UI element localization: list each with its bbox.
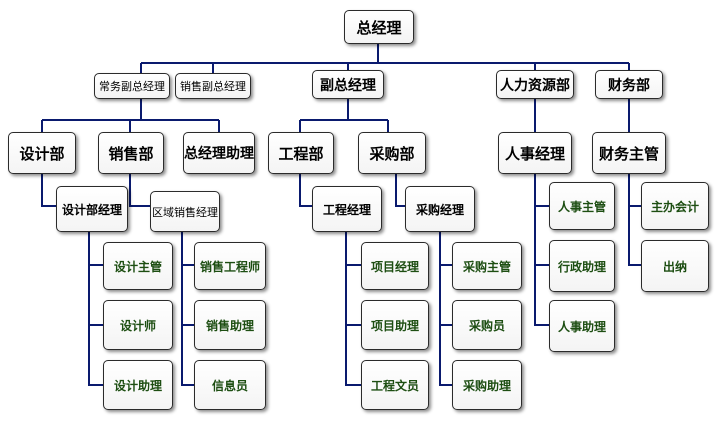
node-project-assistant: 项目助理: [361, 300, 429, 350]
node-hr-manager: 人事经理: [498, 132, 572, 174]
node-purchasing-manager: 采购经理: [405, 186, 475, 232]
node-sales-engineer: 销售工程师: [194, 242, 266, 290]
node-information-clerk: 信息员: [194, 360, 266, 410]
node-design-supervisor: 设计主管: [103, 242, 173, 290]
node-purchaser: 采购员: [452, 300, 522, 350]
node-finance-supervisor: 财务主管: [592, 132, 666, 174]
node-sales-assistant: 销售助理: [194, 300, 266, 350]
node-engineering-clerk: 工程文员: [361, 360, 429, 410]
node-sales-vp: 销售副总经理: [175, 73, 251, 99]
node-finance-department: 财务部: [595, 70, 663, 99]
node-engineering-manager: 工程经理: [312, 186, 382, 232]
node-executive-vp: 常务副总经理: [94, 73, 170, 99]
node-gm-assistant: 总经理助理: [183, 132, 255, 174]
node-engineering-department: 工程部: [268, 132, 334, 174]
node-sales-department: 销售部: [98, 132, 164, 174]
node-vice-president: 副总经理: [312, 70, 384, 99]
node-admin-assistant: 行政助理: [549, 240, 615, 292]
node-purchasing-supervisor: 采购主管: [452, 242, 522, 290]
node-regional-sales-manager: 区域销售经理: [150, 191, 220, 232]
node-hr-department: 人力资源部: [496, 70, 574, 99]
node-design-department: 设计部: [8, 132, 76, 174]
node-design-assistant: 设计助理: [103, 360, 173, 410]
node-purchasing-department: 采购部: [358, 132, 426, 174]
node-designer: 设计师: [103, 300, 173, 350]
node-purchasing-assistant: 采购助理: [452, 360, 522, 410]
node-cashier: 出纳: [641, 240, 709, 292]
node-general-manager: 总经理: [344, 10, 414, 44]
node-design-manager: 设计部经理: [56, 186, 128, 232]
node-hr-supervisor: 人事主管: [549, 182, 615, 230]
node-hr-assistant: 人事助理: [549, 300, 615, 352]
node-chief-accountant: 主办会计: [641, 182, 709, 230]
node-project-manager: 项目经理: [361, 242, 429, 290]
